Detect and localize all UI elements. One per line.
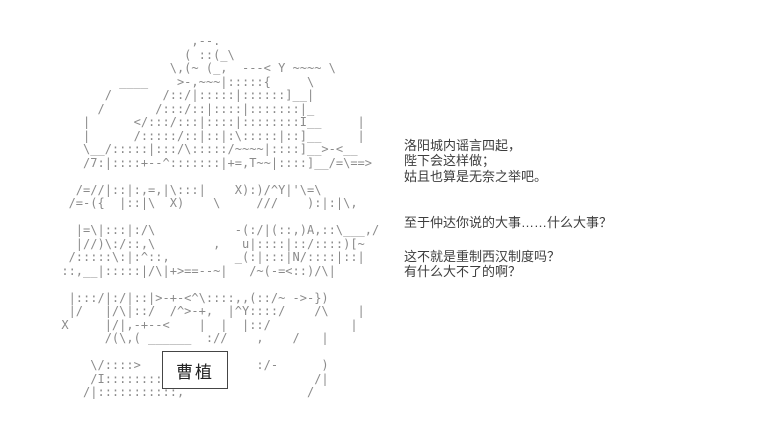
ascii-art: ,--. ( ::(_\ \,(~ (_, ---< Y ~~~~ \ ____… [61,34,380,399]
dialogue-group-3: 这不就是重制西汉制度吗？ 有什么大不了的啊？ [404,249,561,280]
character-nameplate: 曹植 [162,351,228,389]
dialogue-group-1: 洛阳城内谣言四起， 陛下会这样做； 姑且也算是无奈之举吧。 [404,138,548,184]
dialogue-group-2: 至于仲达你说的大事……什么大事？ [404,215,613,230]
character-name-label: 曹植 [176,362,214,382]
